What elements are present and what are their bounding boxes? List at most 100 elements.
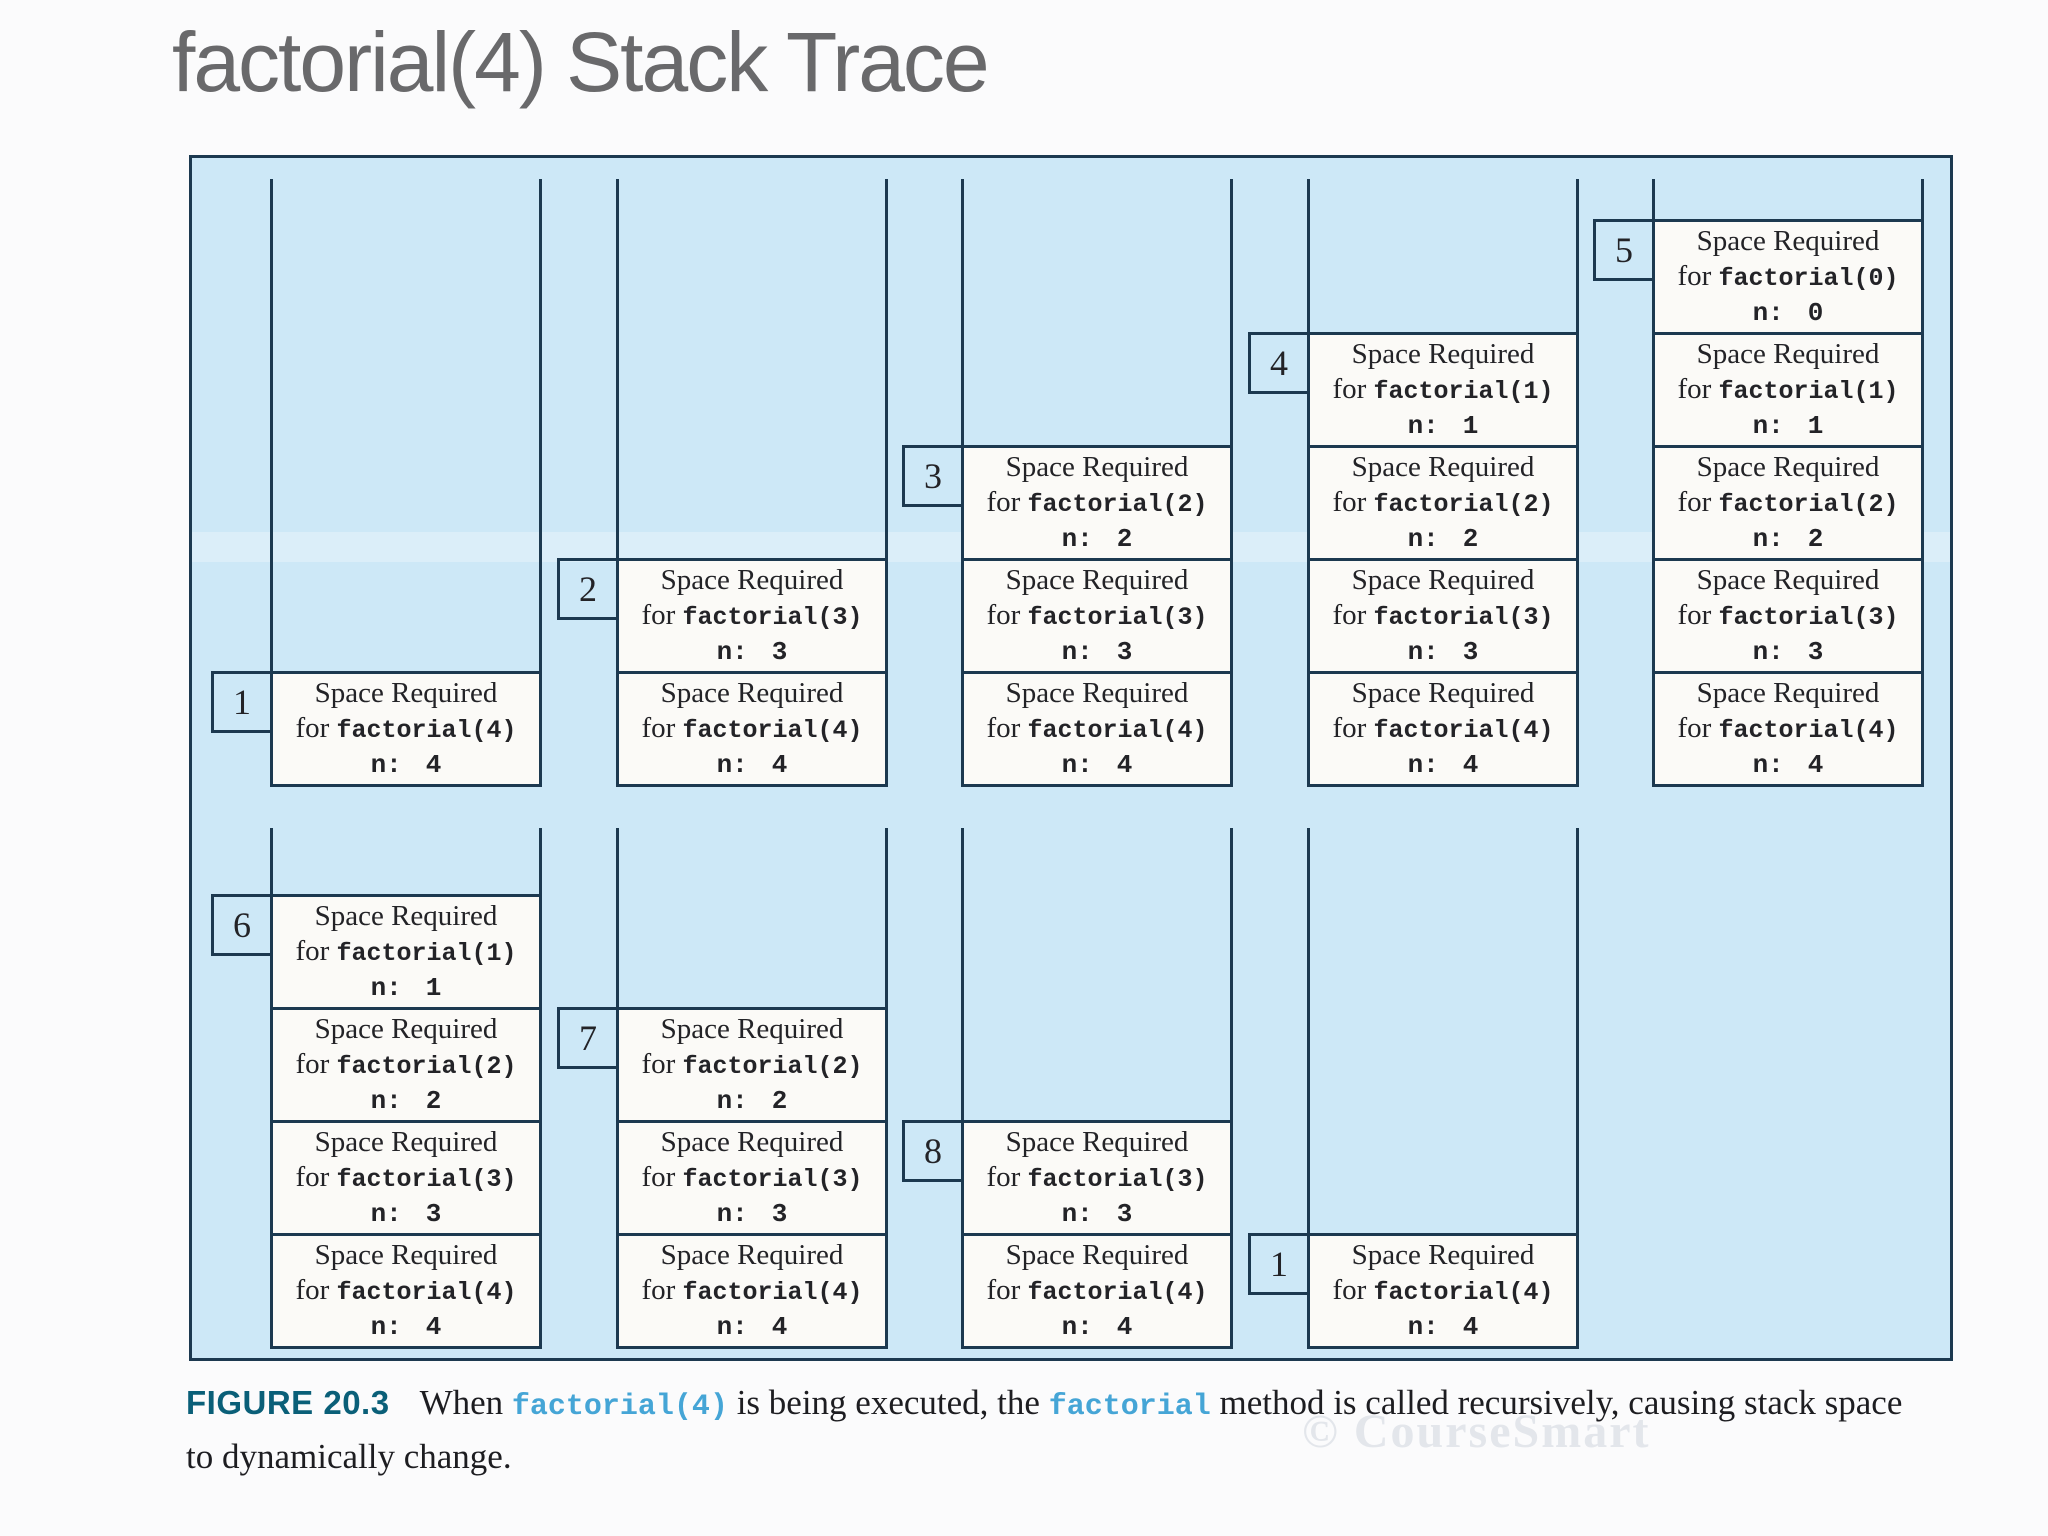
- frame-space-required-text: Space Required: [1005, 563, 1189, 596]
- frame-call-line: for factorial(3): [1332, 598, 1553, 635]
- frame-n-line: n: 3: [717, 635, 788, 670]
- frame-n-value: 3: [425, 1198, 442, 1229]
- frame-n-label: n:: [370, 1311, 402, 1342]
- frame-for-text: for: [1677, 485, 1719, 518]
- frame-call-line: for factorial(2): [295, 1047, 516, 1084]
- coursesmart-watermark: © CourseSmart: [1302, 1405, 1651, 1458]
- frame-n-line: n:1: [1408, 409, 1479, 444]
- frame-n-label: n:: [1407, 410, 1439, 441]
- frame-n-label: n:: [1752, 636, 1784, 667]
- frame-n-line: n:3: [1408, 635, 1479, 670]
- frame-n-label: n:: [1407, 636, 1439, 667]
- frame-call-code: factorial(2): [1718, 489, 1899, 519]
- frame-space-required-text: Space Required: [660, 1238, 844, 1271]
- frame-space-required-text: Space Required: [1005, 1125, 1189, 1158]
- stack-wall-right: [1576, 828, 1579, 1236]
- frame-n-label: n:: [716, 636, 748, 667]
- frame-space-required-text: Space Required: [314, 899, 498, 932]
- frame-n-label: n:: [1061, 523, 1093, 554]
- frame-n-label: n:: [716, 749, 748, 780]
- stack-wall-left: [961, 179, 964, 448]
- stack-wall-left: [270, 828, 273, 897]
- frame-n-label: n:: [370, 1198, 402, 1229]
- frame-for-text: for: [1332, 372, 1374, 405]
- frame-call-code: factorial(2): [1027, 489, 1208, 519]
- frame-n-value: 4: [1462, 1311, 1479, 1342]
- frame-call-line: for factorial(3): [986, 598, 1207, 635]
- stack-wall-left: [616, 179, 619, 561]
- frame-space-required-text: Space Required: [1005, 676, 1189, 709]
- frame-call-code: factorial(4): [1027, 1277, 1208, 1307]
- frame-n-value: 2: [1462, 523, 1479, 554]
- frame-n-line: n:4: [1062, 1310, 1133, 1345]
- frame-call-code: factorial(1): [1373, 376, 1554, 406]
- stack-wall-right: [885, 179, 888, 561]
- frame-for-text: for: [1677, 598, 1719, 631]
- frame-call-line: for factorial(2): [986, 485, 1207, 522]
- frame-call-code: factorial(0): [1718, 263, 1899, 293]
- frame-call-code: factorial(1): [1718, 376, 1899, 406]
- frame-space-required-text: Space Required: [314, 1125, 498, 1158]
- frame-call-line: for factorial(3): [1677, 598, 1898, 635]
- frame-call-line: for factorial(2): [1332, 485, 1553, 522]
- frame-space-required-text: Space Required: [314, 1238, 498, 1271]
- stack-wall-right: [1230, 179, 1233, 448]
- frame-n-value: 3: [771, 636, 788, 667]
- frame-call-code: factorial(2): [336, 1051, 517, 1081]
- stack-wall-right: [539, 179, 542, 674]
- frame-space-required-text: Space Required: [1351, 563, 1535, 596]
- caption-text-segment: When: [419, 1383, 512, 1422]
- frame-call-line: for factorial(4): [641, 1273, 862, 1310]
- frame-call-line: for factorial(4): [295, 711, 516, 748]
- frame-n-line: n:3: [1753, 635, 1824, 670]
- stack-step-label: 6: [211, 894, 273, 956]
- frame-n-line: n:4: [717, 748, 788, 783]
- frame-for-text: for: [986, 1273, 1028, 1306]
- stack-step-label: 7: [557, 1007, 619, 1069]
- frame-for-text: for: [1332, 711, 1374, 744]
- frame-space-required-text: Space Required: [314, 1012, 498, 1045]
- stack-wall-right: [1921, 179, 1924, 222]
- frame-n-value: 3: [1116, 636, 1133, 667]
- frame-n-value: 4: [1116, 749, 1133, 780]
- frame-n-value: 4: [1462, 749, 1479, 780]
- frame-call-code: factorial(3): [1027, 602, 1208, 632]
- frame-call-line: for factorial(4): [1677, 711, 1898, 748]
- frame-call-code: factorial(3): [1027, 1164, 1208, 1194]
- frame-call-line: for factorial(4): [295, 1273, 516, 1310]
- frame-for-text: for: [1332, 1273, 1374, 1306]
- frame-call-code: factorial(2): [1373, 489, 1554, 519]
- frame-n-label: n:: [1061, 1198, 1093, 1229]
- frame-call-code: factorial(4): [1718, 715, 1899, 745]
- stack-wall-left: [270, 179, 273, 674]
- frame-n-label: n:: [1752, 297, 1784, 328]
- frame-n-value: 4: [1807, 749, 1824, 780]
- frame-space-required-text: Space Required: [1696, 450, 1880, 483]
- frame-n-line: n:4: [1753, 748, 1824, 783]
- frame-n-label: n:: [1752, 410, 1784, 441]
- stack-step-label: 1: [1248, 1233, 1310, 1295]
- frame-n-label: n:: [1061, 1311, 1093, 1342]
- frame-n-line: n:2: [1062, 522, 1133, 557]
- stack-wall-left: [961, 828, 964, 1123]
- frame-n-label: n:: [1061, 749, 1093, 780]
- frame-call-line: for factorial(0): [1677, 259, 1898, 296]
- frame-n-line: n:3: [1062, 635, 1133, 670]
- frame-n-line: n:4: [717, 1310, 788, 1345]
- frame-space-required-text: Space Required: [1351, 676, 1535, 709]
- frame-space-required-text: Space Required: [1696, 337, 1880, 370]
- frame-n-line: n:4: [371, 1310, 442, 1345]
